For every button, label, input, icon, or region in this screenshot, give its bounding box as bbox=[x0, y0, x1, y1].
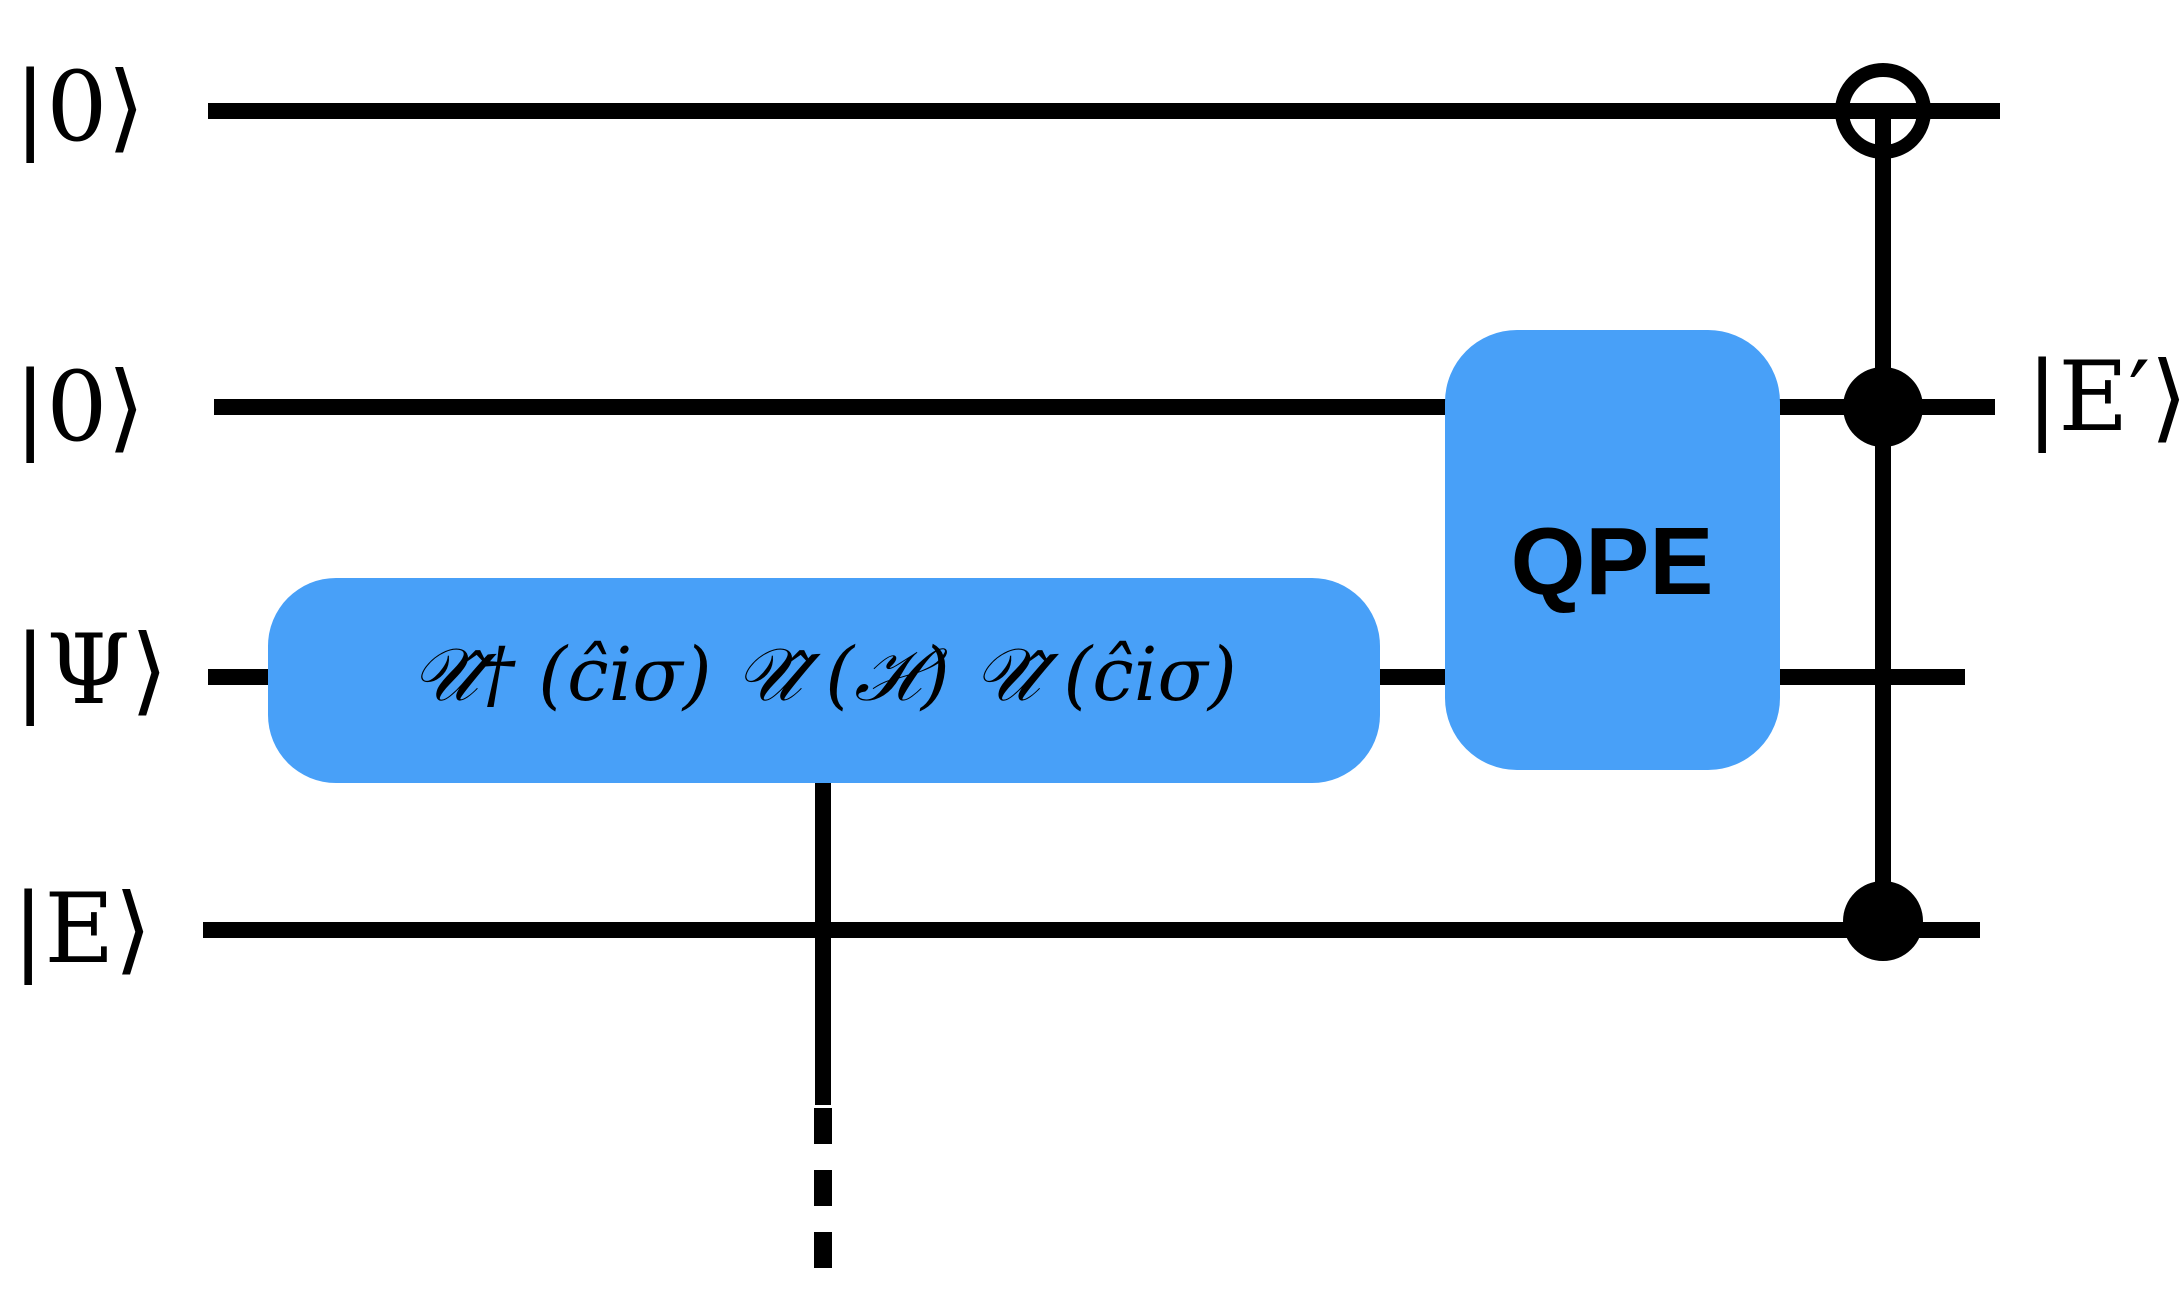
unitary-gate-expression: 𝒰̂† (ĉiσ) 𝒰̂ (ℋ) 𝒰̂ (ĉiσ) bbox=[411, 632, 1237, 718]
qpe-gate-box bbox=[1445, 330, 1780, 770]
qubit-output-label-1: |E′⟩ bbox=[2026, 341, 2180, 453]
qubit-input-label-0: |0⟩ bbox=[14, 51, 145, 163]
qubit-input-label-2: |Ψ⟩ bbox=[14, 614, 168, 726]
cnot-control-dot-qubit-1 bbox=[1843, 367, 1923, 447]
cnot-control-dot-qubit-3 bbox=[1843, 881, 1923, 961]
qpe-gate-label: QPE bbox=[1511, 508, 1714, 615]
qubit-input-label-1: |0⟩ bbox=[14, 351, 145, 463]
unitary-gate-box bbox=[268, 578, 1380, 783]
qubit-input-label-3: |E⟩ bbox=[12, 873, 152, 985]
cnot-target-symbol bbox=[1835, 63, 1931, 159]
